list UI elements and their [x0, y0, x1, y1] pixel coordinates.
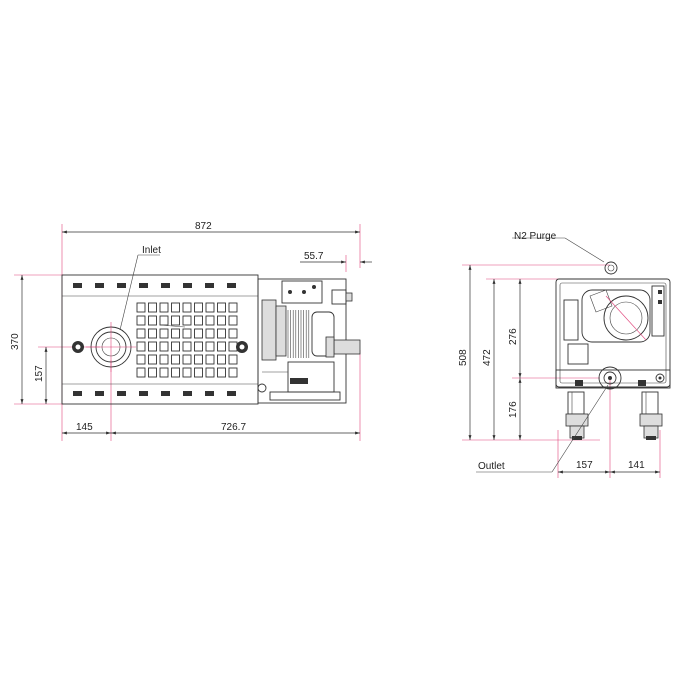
grille-cell [182, 315, 192, 326]
dim-inlet-height: 157 [34, 365, 45, 382]
side-view: N2 Purge Outlet 508 472 276 176 157 141 [458, 231, 671, 478]
grille-cell [159, 315, 169, 326]
grille-cell [205, 328, 215, 339]
dim-total-height: 508 [458, 349, 469, 366]
grille-cell [217, 341, 226, 352]
grille-cell [228, 341, 238, 352]
grille-cell [148, 354, 157, 365]
grille-cell [171, 354, 180, 365]
cooling-grille [136, 302, 238, 378]
side-dimensions [468, 265, 660, 474]
dim-lower: 176 [508, 401, 519, 418]
grille-cell [228, 328, 238, 339]
grille-cell [228, 315, 238, 326]
front-dimensions [20, 230, 372, 435]
grille-cell [182, 302, 192, 313]
grille-cell [205, 367, 215, 378]
dim-upper: 276 [508, 328, 519, 345]
grille-cell [171, 315, 180, 326]
label-outlet: Outlet [478, 461, 505, 472]
pump-housing [61, 254, 259, 405]
grille-cell [171, 328, 180, 339]
grille-cell [217, 315, 226, 326]
side-frame [555, 261, 671, 390]
dim-frame-height: 472 [482, 349, 493, 366]
grille-cell [182, 328, 192, 339]
grille-cell [148, 328, 157, 339]
front-view: 872 55.7 370 157 145 726.7 Inlet [10, 221, 372, 441]
grille-cell [205, 315, 215, 326]
grille-cell [171, 302, 180, 313]
grille-cell [148, 341, 157, 352]
grille-cell [194, 302, 203, 313]
grille-cell [205, 354, 215, 365]
grille-cell [194, 315, 203, 326]
grille-cell [136, 354, 146, 365]
grille-cell [217, 328, 226, 339]
side-feet [565, 391, 663, 440]
grille-cell [159, 341, 169, 352]
grille-cell [194, 328, 203, 339]
label-inlet: Inlet [142, 245, 161, 256]
grille-cell [228, 302, 238, 313]
dim-body: 726.7 [221, 422, 246, 433]
grille-cell [194, 354, 203, 365]
dim-left: 157 [576, 460, 593, 471]
grille-cell [136, 341, 146, 352]
grille-cell [159, 354, 169, 365]
grille-cell [148, 315, 157, 326]
grille-cell [171, 367, 180, 378]
grille-cell [159, 328, 169, 339]
side-extension-lines [462, 264, 661, 478]
grille-cell [159, 302, 169, 313]
grille-cell [228, 367, 238, 378]
grille-cell [182, 354, 192, 365]
housing-bolts [72, 341, 248, 353]
grille-cell [171, 341, 180, 352]
grille-cell [136, 315, 146, 326]
label-n2-purge: N2 Purge [514, 231, 557, 242]
grille-cell [136, 367, 146, 378]
grille-cell [182, 341, 192, 352]
dim-height: 370 [10, 333, 21, 350]
grille-cell [136, 302, 146, 313]
grille-cell [205, 302, 215, 313]
grille-cell [159, 367, 169, 378]
dim-right: 141 [628, 460, 645, 471]
inlet-flange [86, 322, 136, 372]
dim-overall-width: 872 [195, 221, 212, 232]
grille-cell [217, 367, 226, 378]
grille-cell [148, 302, 157, 313]
grille-cell [228, 354, 238, 365]
top-vent-slots [73, 283, 236, 288]
motor-section [257, 278, 361, 404]
grille-cell [148, 367, 157, 378]
grille-cell [217, 302, 226, 313]
grille-cell [194, 367, 203, 378]
dim-outlet-offset: 55.7 [304, 251, 324, 262]
grille-cell [205, 341, 215, 352]
dim-inlet-x: 145 [76, 422, 93, 433]
grille-cell [194, 341, 203, 352]
bottom-vent-slots [73, 391, 236, 396]
grille-cell [182, 367, 192, 378]
grille-cell [217, 354, 226, 365]
grille-cell [136, 328, 146, 339]
motor-fins [287, 310, 310, 358]
